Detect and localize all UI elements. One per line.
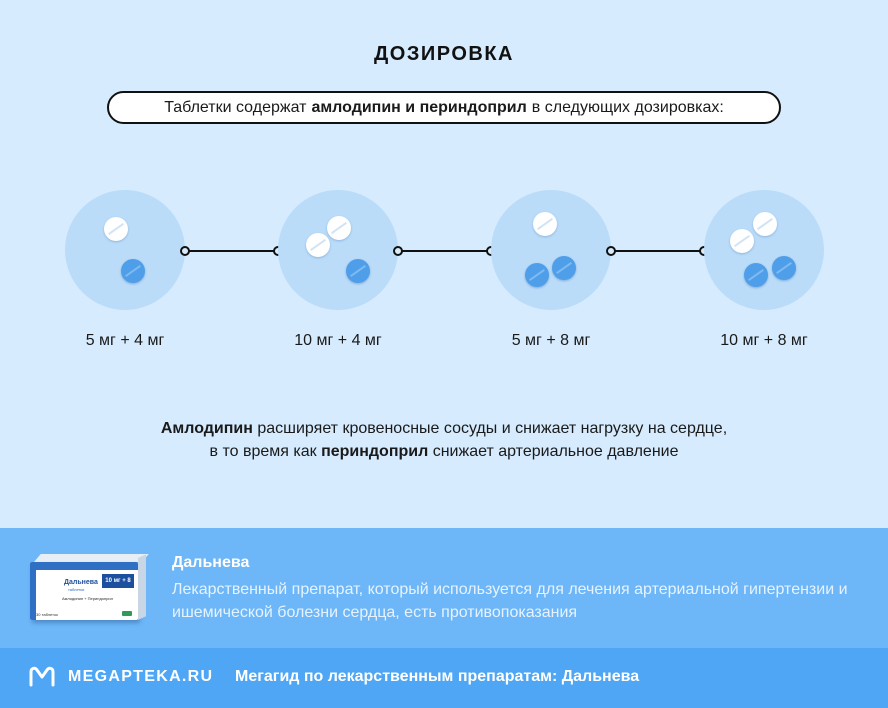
connector-2 bbox=[393, 246, 496, 256]
product-description: Лекарственный препарат, который использу… bbox=[172, 581, 848, 621]
connector-dot bbox=[180, 246, 190, 256]
amlodipine-pill-icon bbox=[306, 233, 330, 257]
box-name: Дальнева bbox=[64, 579, 98, 586]
dosage-label-4: 10 мг + 8 мг bbox=[720, 332, 808, 349]
perindopril-pill-icon bbox=[346, 259, 370, 283]
amlodipine-pill-icon bbox=[327, 216, 351, 240]
intro-pill: Таблетки содержат амлодипин и периндопри… bbox=[107, 91, 781, 124]
perindopril-pill-icon bbox=[525, 263, 549, 287]
dosage-circle-2 bbox=[278, 190, 398, 310]
amlodipine-pill-icon bbox=[753, 212, 777, 236]
connector-3 bbox=[606, 246, 709, 256]
amlodipine-pill-icon bbox=[533, 212, 557, 236]
dosage-circle-bg bbox=[65, 190, 185, 310]
product-name: Дальнева bbox=[172, 554, 250, 571]
amlodipine-pill-icon bbox=[104, 217, 128, 241]
connector-line bbox=[185, 250, 278, 252]
dosage-circle-bg bbox=[491, 190, 611, 310]
box-stripe bbox=[30, 570, 36, 620]
box-dose-tag: 10 мг + 8 мг bbox=[102, 574, 134, 598]
description-text: в то время как bbox=[209, 443, 317, 460]
box-face: Дальнева таблетки 10 мг + 8 мг Амлодипин… bbox=[30, 562, 138, 620]
intro-text-bold: амлодипин и периндоприл bbox=[311, 98, 527, 116]
dosage-circle-bg bbox=[704, 190, 824, 310]
perindopril-pill-icon bbox=[121, 259, 145, 283]
amlodipine-pill-icon bbox=[730, 229, 754, 253]
description-text: снижает артериальное давление bbox=[432, 443, 679, 460]
brand-link[interactable]: MEGAPTEKA.RU bbox=[68, 668, 214, 685]
product-box-image: Дальнева таблетки 10 мг + 8 мг Амлодипин… bbox=[30, 554, 149, 624]
box-ingredients: Амлодипин + Периндоприл bbox=[62, 596, 113, 601]
connector-line bbox=[398, 250, 491, 252]
footer-caption: Мегагид по лекарственным препаратам: Дал… bbox=[235, 668, 640, 685]
description: Амлодипин расширяет кровеносные сосуды и… bbox=[0, 417, 888, 463]
description-line-1: Амлодипин расширяет кровеносные сосуды и… bbox=[0, 417, 888, 440]
dosage-circle-3 bbox=[491, 190, 611, 310]
product-band: Дальнева таблетки 10 мг + 8 мг Амлодипин… bbox=[0, 528, 888, 648]
intro-text-before: Таблетки содержат bbox=[164, 98, 307, 116]
perindopril-pill-icon bbox=[772, 256, 796, 280]
footer: MEGAPTEKA.RU Мегагид по лекарственным пр… bbox=[0, 648, 888, 708]
page-title: ДОЗИРОВКА bbox=[374, 43, 514, 65]
box-side bbox=[138, 554, 146, 620]
connector-1 bbox=[180, 246, 283, 256]
dosage-circle-bg bbox=[278, 190, 398, 310]
dosage-circle-4 bbox=[704, 190, 824, 310]
dosage-label-3: 5 мг + 8 мг bbox=[511, 332, 591, 349]
megapteka-logo-icon[interactable] bbox=[28, 666, 56, 688]
dosage-label-1: 5 мг + 4 мг bbox=[85, 332, 165, 349]
perindopril-pill-icon bbox=[744, 263, 768, 287]
box-count: 30 таблеток bbox=[36, 612, 58, 617]
connector-dot bbox=[606, 246, 616, 256]
dosage-label-2: 10 мг + 4 мг bbox=[294, 332, 382, 349]
description-text: расширяет кровеносные сосуды и снижает н… bbox=[257, 420, 728, 437]
box-top bbox=[34, 554, 149, 562]
connector-line bbox=[611, 250, 704, 252]
perindopril-pill-icon bbox=[552, 256, 576, 280]
connector-dot bbox=[393, 246, 403, 256]
description-bold: периндоприл bbox=[321, 443, 429, 460]
description-line-2: в то время как периндоприл снижает артер… bbox=[0, 440, 888, 463]
dosage-circle-1 bbox=[65, 190, 185, 310]
box-band bbox=[30, 562, 138, 570]
intro-text-after: в следующих дозировках: bbox=[531, 98, 724, 116]
description-bold: Амлодипин bbox=[160, 420, 253, 437]
manufacturer-logo-icon bbox=[122, 611, 132, 616]
box-sub: таблетки bbox=[68, 587, 85, 592]
